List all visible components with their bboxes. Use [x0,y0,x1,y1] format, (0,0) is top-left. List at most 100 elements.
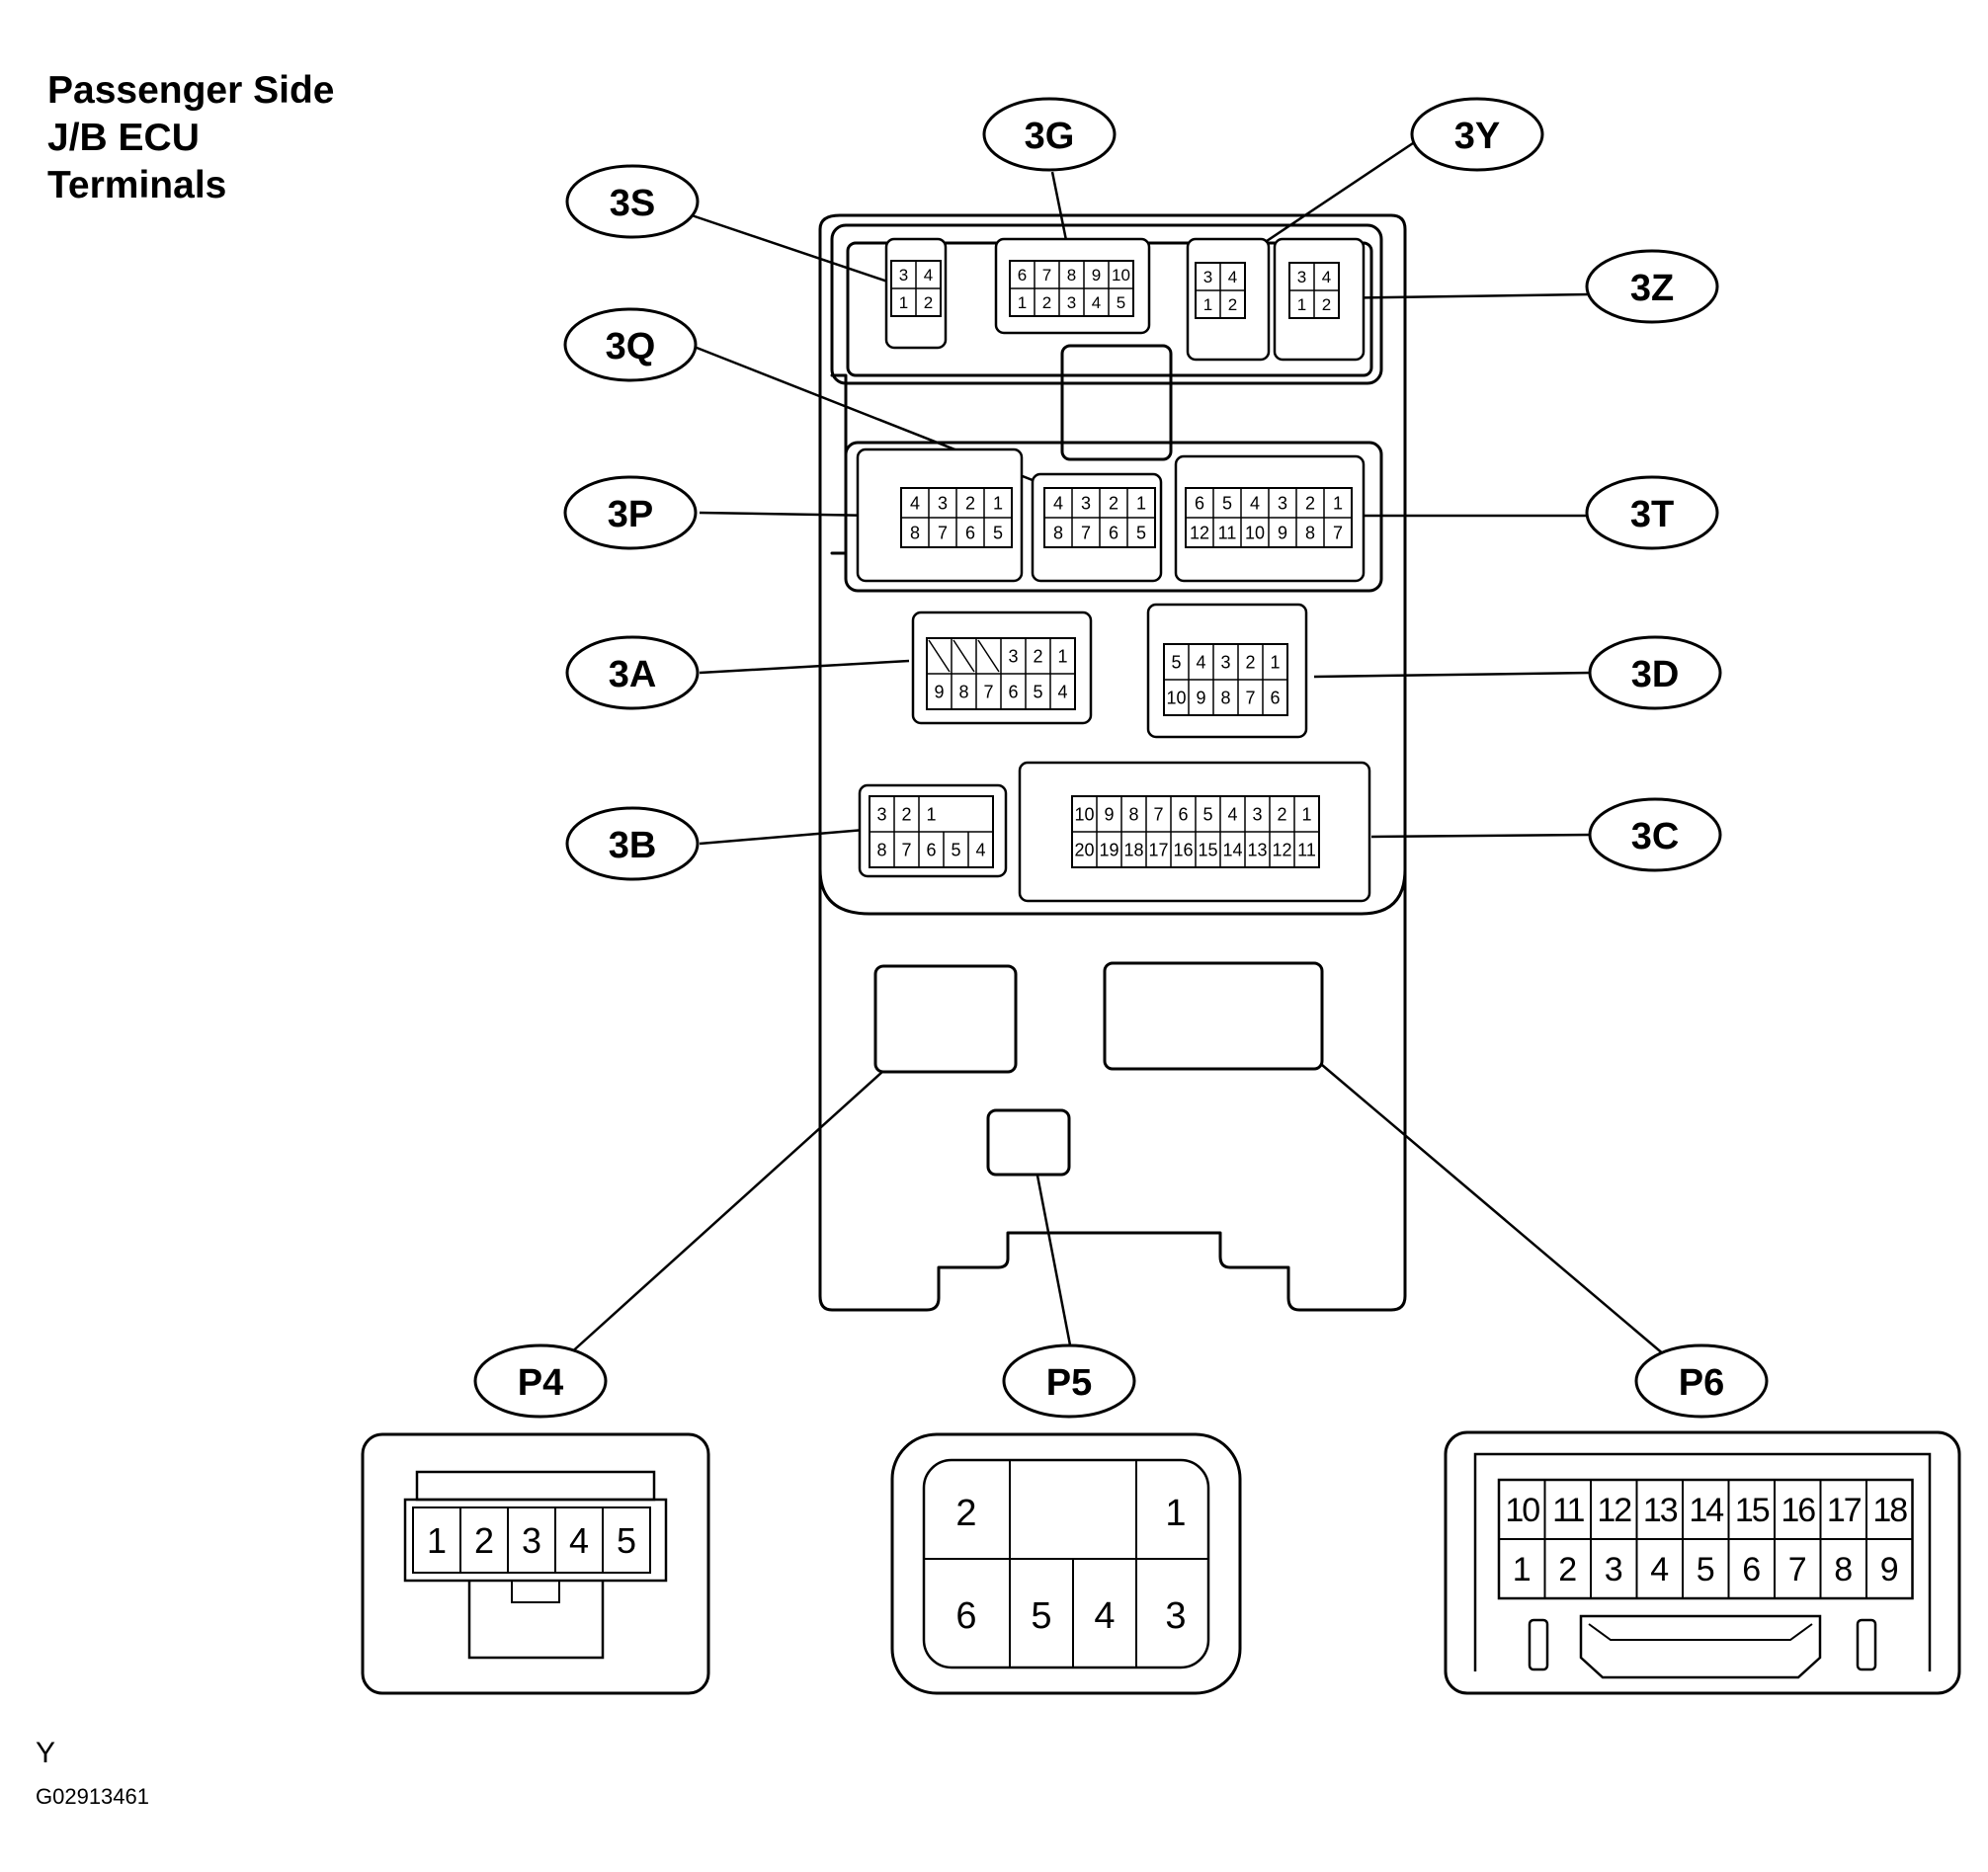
callout-3q: 3Q [563,307,698,382]
pin-label: 3 [938,493,948,513]
pin-label: 16 [1173,840,1193,859]
pin-label: 8 [1305,523,1315,542]
pin-label: 6 [955,1595,976,1637]
pin-label: 9 [1092,266,1101,285]
callout-label: P5 [1046,1362,1092,1404]
pin-label: 2 [965,493,975,513]
pin-label: 8 [1128,804,1138,824]
pin-label: 11 [1552,1492,1584,1529]
pin-label: 1 [427,1520,447,1561]
left-side-rail [830,373,848,555]
pin-label: 12 [1272,840,1291,859]
pin-label: 4 [910,493,920,513]
pin-label: 5 [1031,1595,1051,1637]
pin-label: 6 [965,523,975,542]
leader-line-p4 [567,1071,883,1356]
pin-label: 7 [1042,266,1051,285]
pin-label: 13 [1247,840,1267,859]
leader-line-3p [699,511,880,518]
callout-oval [565,164,700,239]
callout-label: 3Q [606,326,656,367]
pin-label: 4 [1094,1595,1115,1637]
pin-label: 4 [1250,493,1260,513]
pin-label: 10 [1112,266,1130,285]
pin-label: 5 [617,1520,636,1561]
pin-label: 6 [1742,1551,1761,1588]
p6-opening [1103,961,1324,1071]
callout-label: 3P [608,494,653,535]
pin-label: 2 [1109,493,1118,513]
callout-label: 3B [609,825,657,866]
title-line-3: Terminals [47,164,227,206]
pin-label: 6 [1109,523,1118,542]
pin-label: 4 [1650,1551,1669,1588]
p5-frame [890,1432,1242,1695]
pin-label: 2 [1042,293,1051,312]
pin-label: 3 [1203,268,1212,286]
pin-label: 2 [901,804,911,824]
pin-label: 8 [910,523,920,542]
pin-label: 5 [1117,293,1125,312]
pin-label: 7 [938,523,948,542]
jb-housing-outline [818,213,1407,1312]
pin-label: 11 [1297,840,1316,859]
pin-label: 2 [1228,295,1237,314]
callout-oval [563,307,698,382]
pin-label: 1 [1165,1493,1186,1534]
title-line-1: Passenger Side [47,69,335,112]
p6-left-slot [1528,1618,1549,1671]
pin-label: 1 [1136,493,1146,513]
pin-label: 4 [1322,268,1331,286]
callout-oval [565,635,700,710]
pin-label: 8 [1067,266,1076,285]
pin-label: 10 [1074,804,1094,824]
p6-lock [1579,1614,1822,1679]
pin-label: 1 [926,804,936,824]
callout-3z: 3Z [1585,249,1719,324]
p4-key [511,1580,560,1603]
pin-cell [602,1506,651,1574]
p4-frame [361,1432,710,1695]
p6-right-slot [1856,1618,1877,1671]
pin-label: 7 [901,840,911,859]
pin-label: 4 [924,266,933,285]
pin-label: 9 [1880,1551,1899,1588]
top-socket-frame [830,223,1383,385]
pin-label: 2 [1033,646,1042,666]
pin-label: 7 [1153,804,1163,824]
housing-3g [994,237,1151,335]
pin-label: 4 [1196,652,1205,672]
pin-label: 7 [1245,688,1255,707]
housing-3t [1174,454,1366,583]
pin-label: 6 [926,840,936,859]
callout-label: P4 [518,1362,563,1404]
pin-label: 2 [474,1520,494,1561]
callout-label: 3A [609,654,657,695]
pin-label: 1 [1297,295,1306,314]
pin-label: 6 [1195,493,1204,513]
pin-label: 2 [1322,295,1331,314]
pin-label: 5 [1202,804,1212,824]
p4-opening [873,964,1018,1074]
p5-body [922,1458,1210,1669]
pin-label: 3 [1297,268,1306,286]
pin-label: 11 [1218,523,1237,542]
pin-label: 9 [934,682,944,701]
callout-3p: 3P [563,475,698,550]
pin-label: 3 [876,804,886,824]
pin-label: 5 [1697,1551,1715,1588]
callout-label: 3T [1630,494,1674,535]
housing-3z [1273,237,1366,362]
p4-lock [467,1581,605,1660]
leader-line-3s [691,213,915,292]
pin-label: 1 [1203,295,1212,314]
pin-label: 2 [1558,1551,1577,1588]
pin-label: 6 [1008,682,1018,701]
pin-label: 8 [876,840,886,859]
